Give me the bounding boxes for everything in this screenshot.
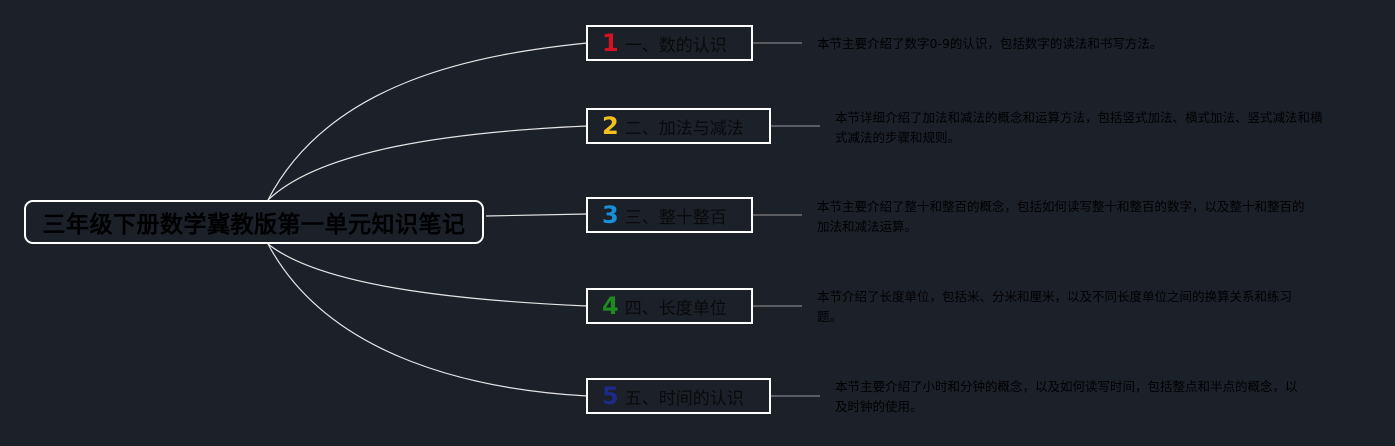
connector-curve-4 (267, 243, 588, 307)
connector-curve-1 (267, 42, 588, 201)
branch-label: 二、加法与减法 (624, 118, 744, 139)
branch-description-3: 本节主要介绍了整十和整百的概念，包括如何读写整十和整百的数字，以及整十和整百的加… (817, 199, 1305, 234)
branch-topic-1[interactable]: 1 一、数的认识 (586, 25, 753, 61)
branch-number-badge: 3 (602, 201, 619, 229)
branch-topic-3[interactable]: 3 三、整十整百 (586, 197, 753, 233)
connector-curve-3 (485, 213, 588, 217)
branch-description-4: 本节介绍了长度单位，包括米、分米和厘米，以及不同长度单位之间的换算关系和练习题。 (817, 289, 1293, 324)
branch-number-badge: 5 (602, 382, 619, 410)
branch-label: 四、长度单位 (624, 298, 727, 319)
connector-curve-2 (267, 125, 588, 201)
branch-label: 五、时间的认识 (624, 388, 744, 409)
branch-number-badge: 2 (602, 112, 619, 140)
branch-description-5: 本节主要介绍了小时和分钟的概念，以及如何读写时间，包括整点和半点的概念，以及时钟… (835, 379, 1298, 414)
branch-topic-4[interactable]: 4 四、长度单位 (586, 288, 753, 324)
branch-topic-5[interactable]: 5 五、时间的认识 (586, 378, 771, 414)
branch-label: 三、整十整百 (624, 207, 727, 228)
branch-number-badge: 1 (602, 29, 619, 57)
root-topic[interactable]: 三年级下册数学冀教版第一单元知识笔记 (24, 200, 484, 244)
branch-description-2: 本节详细介绍了加法和减法的概念和运算方法，包括竖式加法、横式加法、竖式减法和横式… (835, 110, 1323, 145)
branch-label: 一、数的认识 (624, 35, 727, 56)
branch-description-1: 本节主要介绍了数字0-9的认识，包括数字的读法和书写方法。 (817, 36, 1163, 51)
root-topic-title: 三年级下册数学冀教版第一单元知识笔记 (42, 212, 466, 238)
branch-number-badge: 4 (602, 292, 619, 320)
branch-topic-2[interactable]: 2 二、加法与减法 (586, 108, 771, 144)
connector-curve-5 (267, 243, 588, 397)
